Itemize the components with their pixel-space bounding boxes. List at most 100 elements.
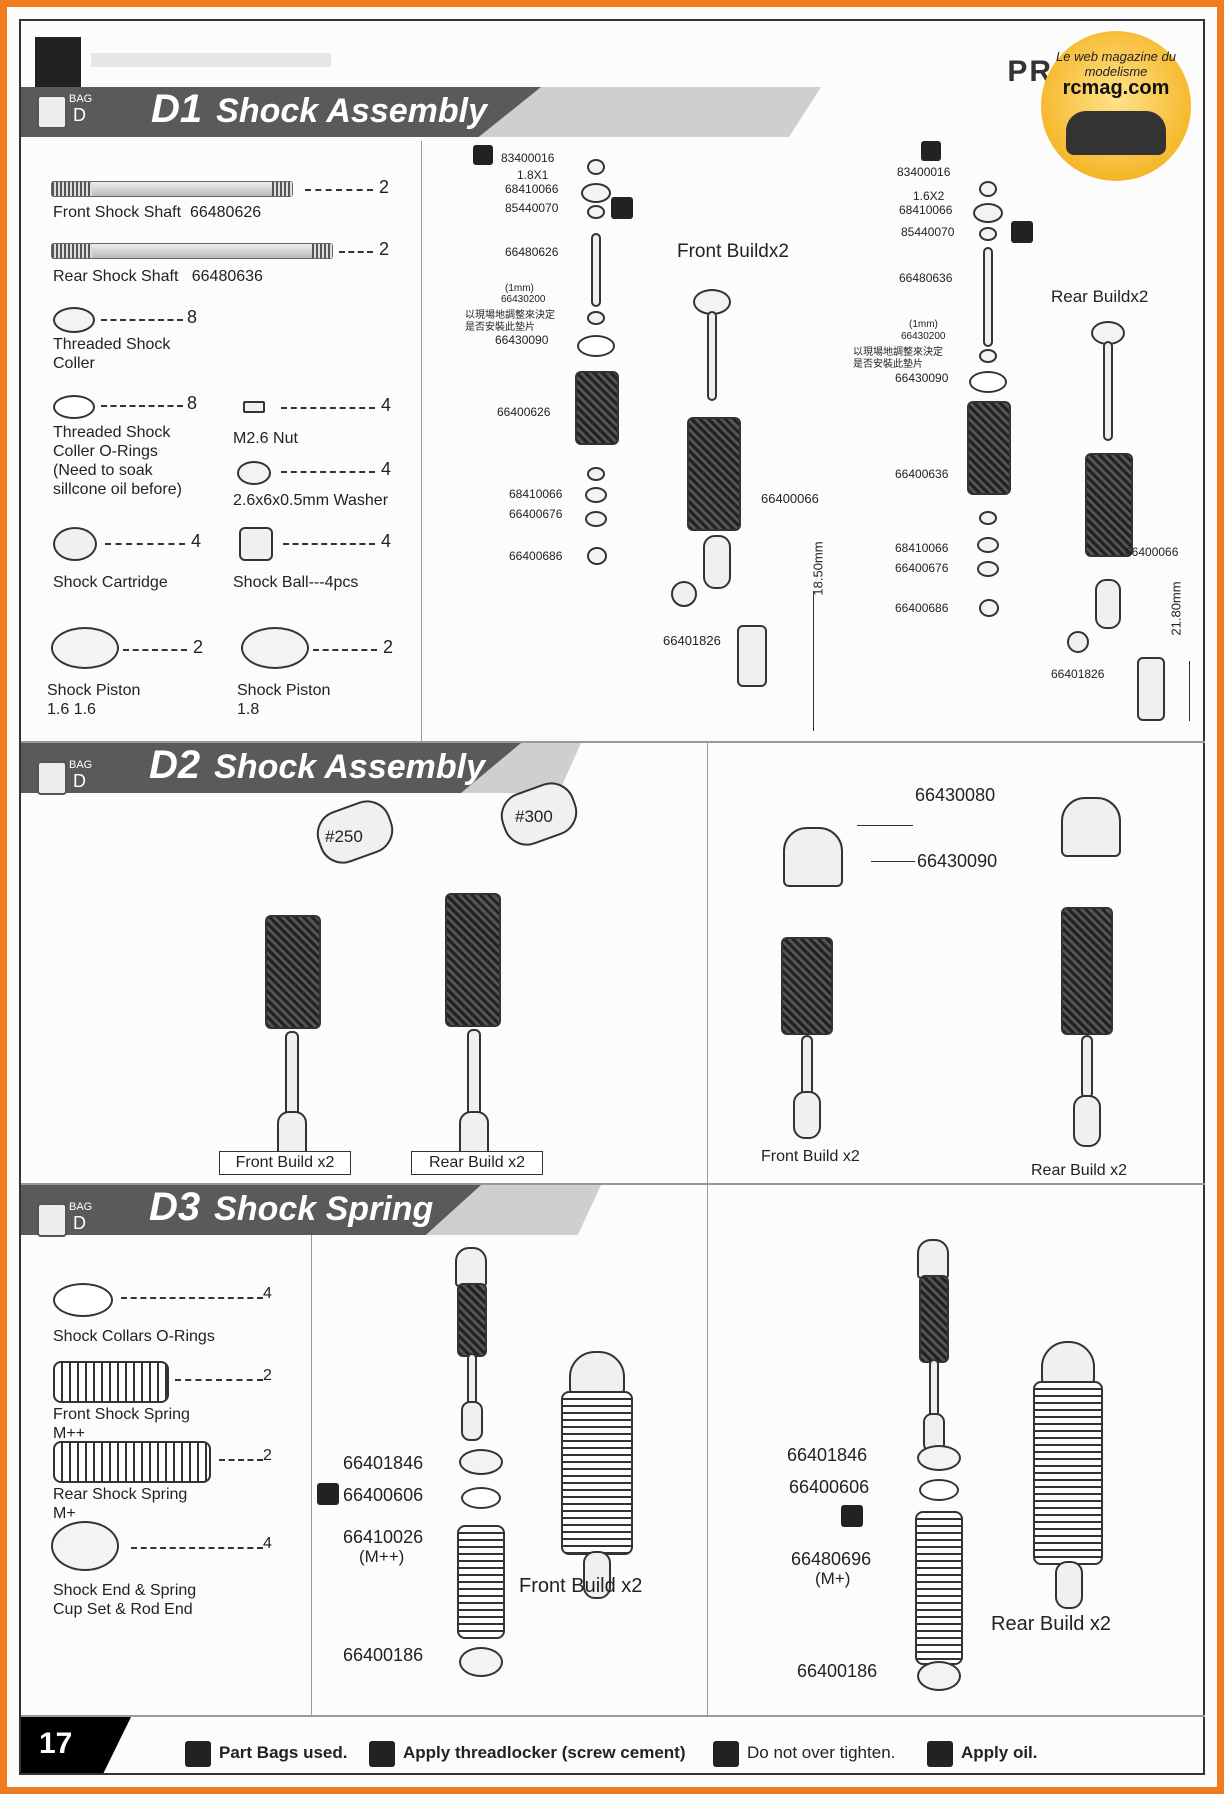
assembled-body: [687, 417, 741, 531]
front-part-68410066b: 68410066: [509, 487, 563, 501]
section-divider: [21, 741, 1205, 743]
qty-leader: [281, 407, 375, 409]
rear-shock-filled: [445, 893, 501, 1027]
washer-label: 2.6x6x0.5mm Washer: [233, 492, 389, 509]
coller-qty: 8: [187, 307, 198, 327]
rear-build-caption: Rear Buildx2: [1051, 287, 1149, 306]
front-spring-qty: 2: [263, 1367, 272, 1384]
front-note2: 是否安裝此墊片: [465, 322, 535, 333]
part-washer: [581, 183, 611, 203]
rear-mm: (1mm): [909, 319, 938, 330]
d3-front-66401846: 66401846: [343, 1453, 424, 1473]
shaft-part: [983, 247, 993, 347]
nut-qty: 4: [381, 395, 392, 415]
front-mm: (1mm): [505, 283, 534, 294]
part-piston: [585, 487, 607, 503]
piston-b-drawing: [241, 627, 309, 669]
qty-leader: [121, 1297, 263, 1299]
bag-letter: D: [73, 1213, 86, 1233]
qty-leader: [313, 649, 377, 651]
rear-spring-qty: 2: [263, 1447, 272, 1464]
end-qty: 4: [263, 1535, 272, 1552]
front-part-66400676: 66400676: [509, 507, 563, 521]
d3-rear-66480696: 66480696: [791, 1549, 872, 1569]
rear-part-66401826: 66401826: [1051, 667, 1105, 681]
d3-divider-left: [311, 1235, 312, 1715]
front-built-spring: [561, 1391, 633, 1555]
ball-part: [671, 581, 697, 607]
d2-code: D2: [149, 743, 201, 787]
d3-rear-66401846: 66401846: [787, 1445, 868, 1465]
part-shim: [587, 311, 605, 325]
spring-cup: [917, 1661, 961, 1691]
collar-oring: [919, 1479, 959, 1501]
part-washer: [973, 203, 1003, 223]
qty-leader: [101, 405, 183, 407]
shock-ball-drawing: [239, 527, 273, 561]
front-built-cap: [569, 1351, 625, 1395]
qty-leader: [283, 543, 375, 545]
d3-bag-badge: BAG D: [37, 1199, 97, 1243]
assembled-shaft: [1103, 341, 1113, 441]
d3-title-text: Shock Spring: [214, 1190, 434, 1228]
piston-a-drawing: [51, 627, 119, 669]
badge-site: rcmag.com: [1062, 77, 1170, 99]
front-shaft-qty: 2: [379, 177, 390, 197]
badge-tagline: Le web magazine du modelisme: [1056, 49, 1176, 79]
part-oring-large: [577, 335, 615, 357]
spring-cup: [459, 1647, 503, 1677]
cartridge-label: Shock Cartridge: [53, 574, 168, 591]
rear-shaft-qty: 2: [379, 239, 390, 259]
bag-icon: [185, 1741, 211, 1767]
rear-spring-drawing: [53, 1441, 211, 1483]
oil-250-label: #250: [325, 827, 363, 846]
shock-cap: [917, 1239, 949, 1279]
d3-rear-rate: (M+): [815, 1569, 851, 1588]
d3-banner: [21, 1185, 481, 1235]
coller-drawing: [53, 307, 95, 333]
front-rod-end: [793, 1091, 821, 1139]
threadlocker-icon: [369, 1741, 395, 1767]
shock-body: [919, 1275, 949, 1363]
front-note1: 以現場地調整來決定: [465, 310, 555, 321]
rear-part-66400686: 66400686: [895, 601, 949, 615]
d2-front-caption: Front Build x2: [219, 1151, 351, 1175]
front-part-66400626: 66400626: [497, 405, 551, 419]
rear-part-85440070: 85440070: [901, 225, 955, 239]
d3-rear-66400606: 66400606: [789, 1477, 870, 1497]
d2-divider: [707, 743, 708, 1183]
part-66430090: 66430090: [917, 851, 998, 871]
front-dim: 18.50mm: [810, 541, 826, 596]
oil-icon: [841, 1505, 863, 1527]
dim-line: [1189, 661, 1190, 721]
footer-divider: [21, 1715, 1205, 1717]
front-part-85440070: 85440070: [505, 201, 559, 215]
rear-shock-assembled: [1061, 907, 1113, 1035]
bag-icon: [37, 95, 67, 129]
ball-part: [1067, 631, 1089, 653]
rear-shaft: [1081, 1035, 1093, 1099]
part-oring: [587, 205, 605, 219]
oil-300-label: #300: [515, 807, 553, 826]
d2-front-caption-right: Front Build x2: [761, 1148, 860, 1165]
part-nut: [587, 547, 607, 565]
orings-qty: 8: [187, 393, 198, 413]
legend-oil: Apply oil.: [961, 1743, 1038, 1762]
front-part-66430090: 66430090: [495, 333, 549, 347]
part-piston-stack: [979, 511, 997, 525]
qty-leader: [219, 1459, 263, 1461]
d3-rear-66400186: 66400186: [797, 1661, 878, 1681]
thread: [272, 182, 292, 196]
rear-part-68410066b: 68410066: [895, 541, 949, 555]
rear-part-66400066: 66400066: [1125, 545, 1179, 559]
rear-note1: 以現場地調整來決定: [853, 347, 943, 358]
tighten-icon: [713, 1741, 739, 1767]
front-shock-assembled: [781, 937, 833, 1035]
part-oring: [979, 227, 997, 241]
header-strip: [91, 53, 331, 67]
rear-built-spring: [1033, 1381, 1103, 1565]
shaft-part: [591, 233, 601, 307]
